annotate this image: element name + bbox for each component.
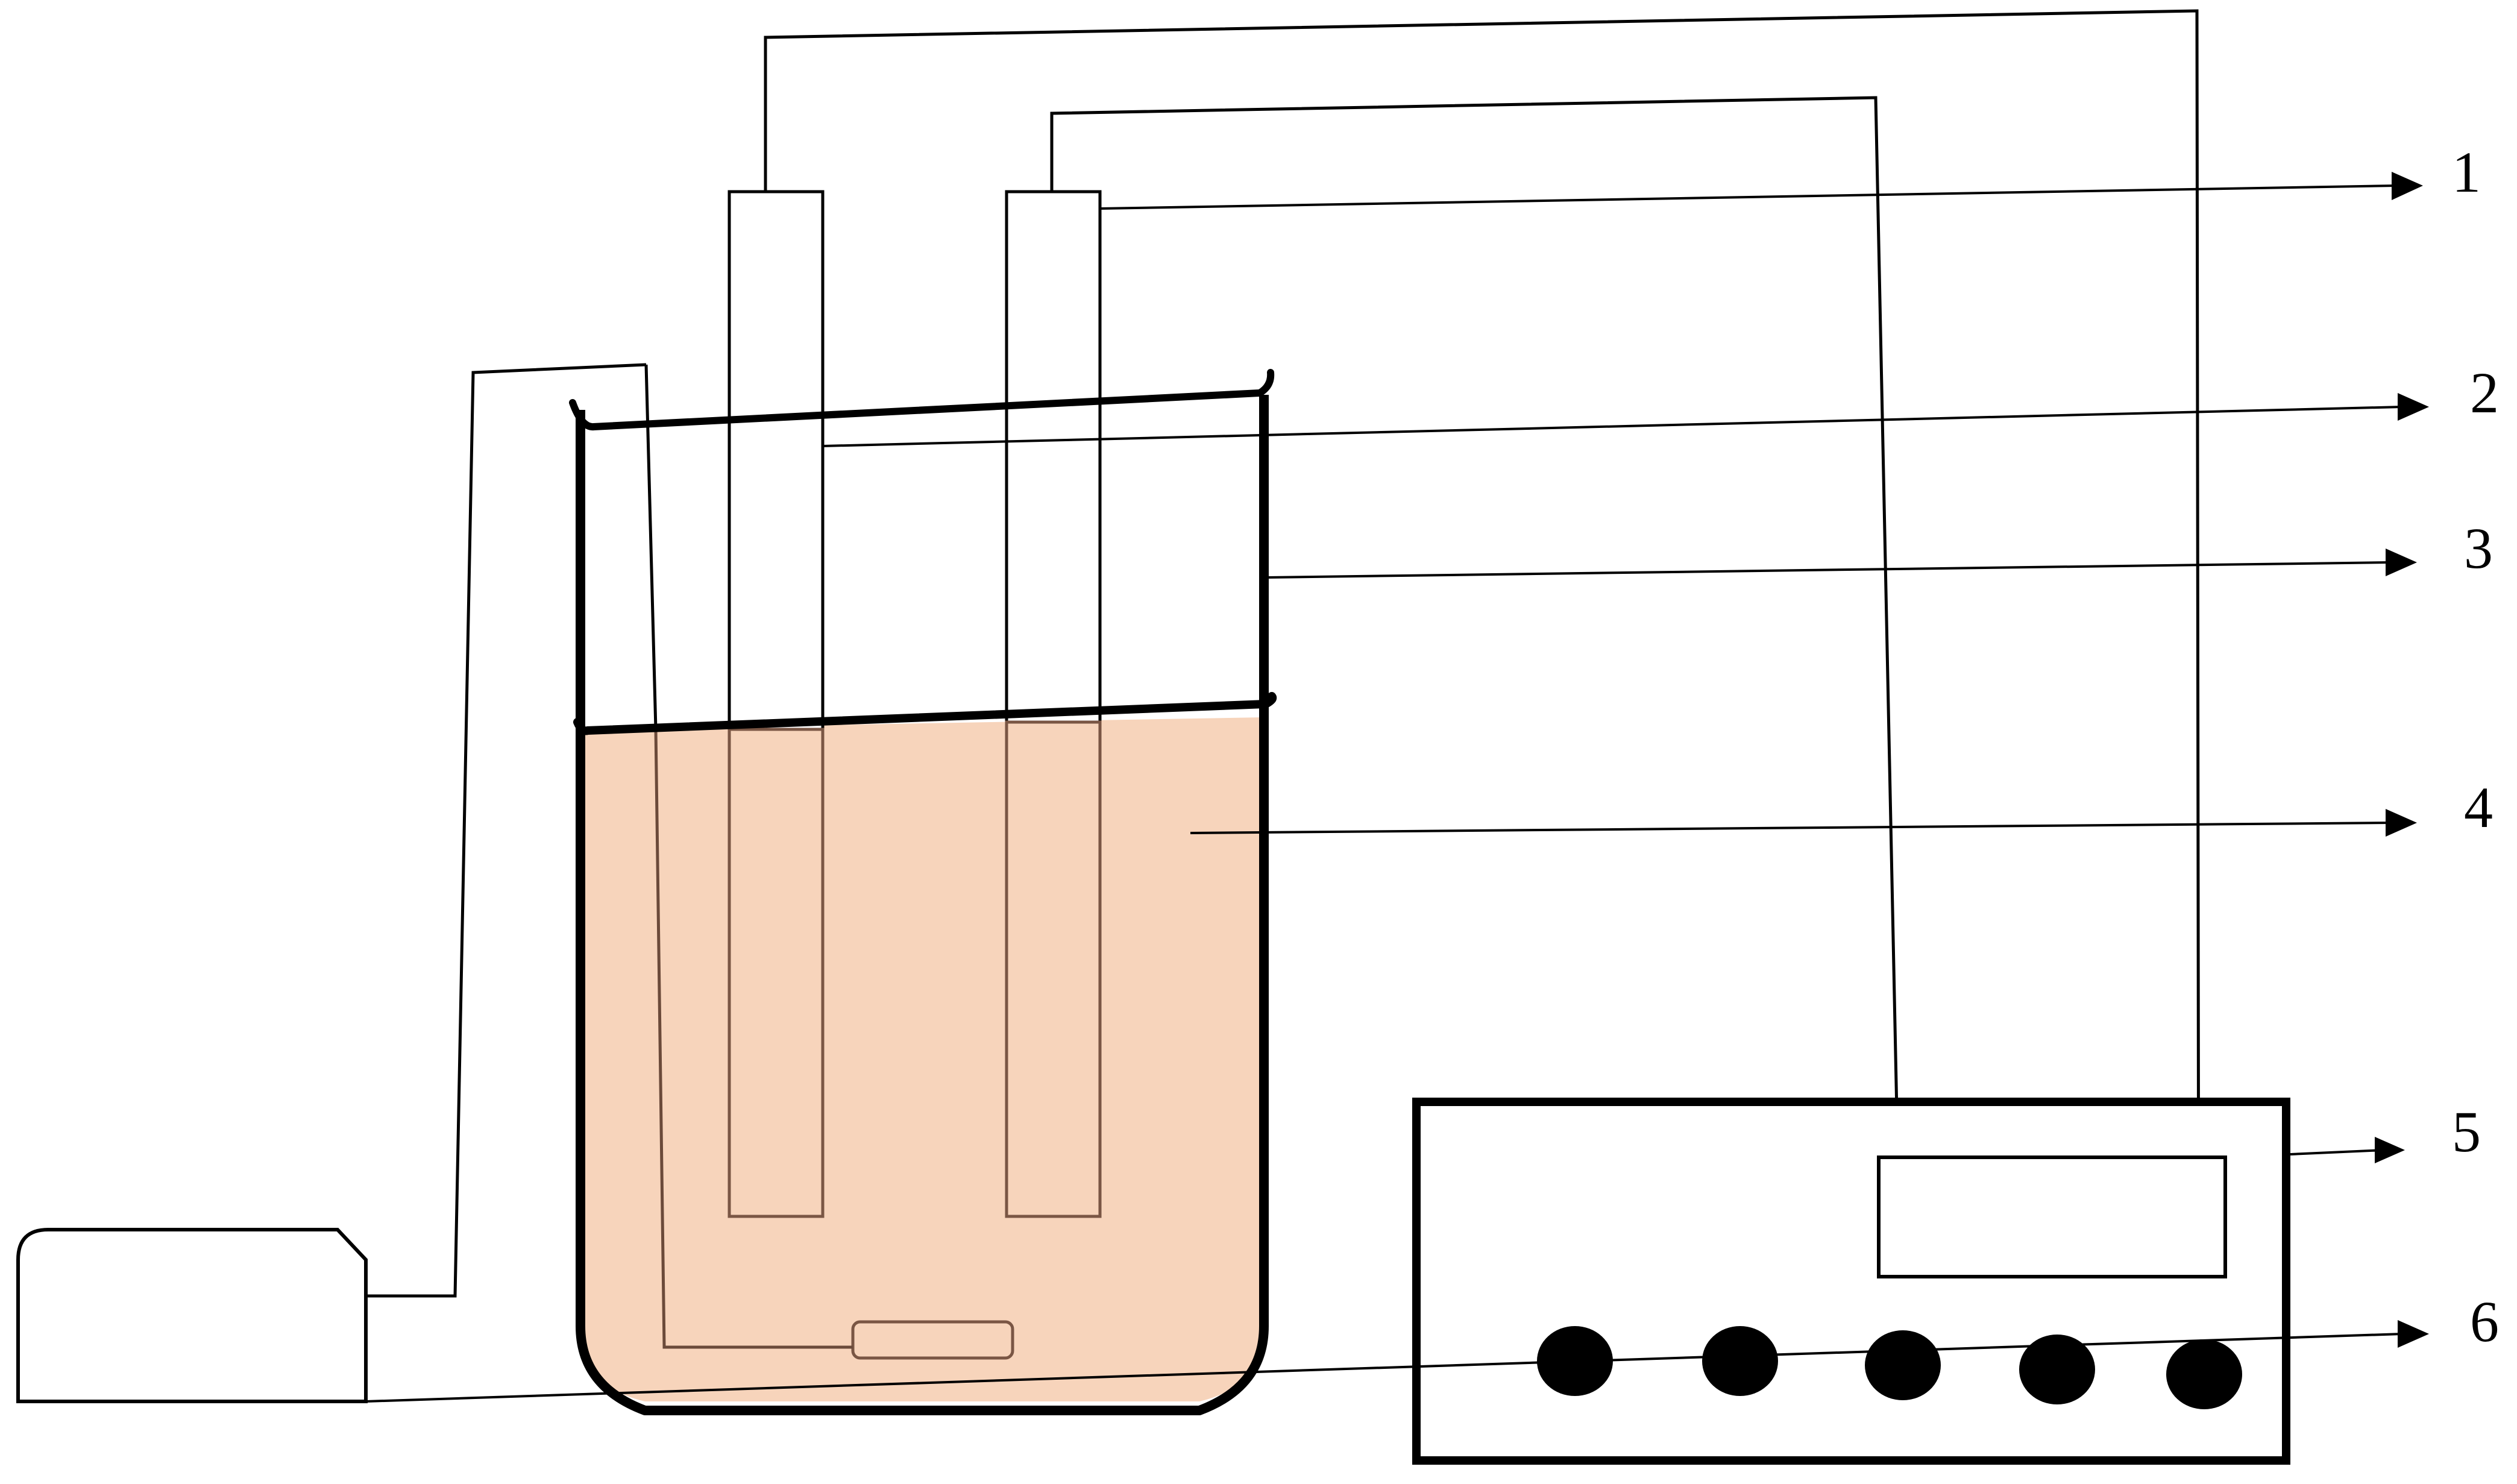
leader-lines (822, 184, 2402, 1155)
arrowheads (2375, 172, 2429, 1348)
electrode-right-wire (1050, 96, 1903, 1345)
terminal-2 (1702, 1326, 1778, 1396)
arrowhead-1 (2392, 172, 2423, 200)
electrode-right-upper (1005, 190, 1102, 724)
leader-1 (1099, 184, 2396, 210)
callout-label-5: 5 (2452, 1099, 2481, 1164)
heater-element (851, 1320, 1014, 1360)
arrowhead-3 (2386, 549, 2417, 576)
heater-wire-submerged (644, 364, 658, 730)
arrowhead-5 (2375, 1137, 2405, 1163)
callout-label-2: 2 (2470, 360, 2499, 425)
leader-3 (1267, 561, 2390, 579)
arrowhead-2 (2398, 393, 2429, 421)
terminal-4 (2019, 1335, 2095, 1404)
heater-wire-in-solution (654, 729, 853, 1349)
arrowhead-6 (2398, 1320, 2429, 1348)
electrode-right-submerged (1005, 720, 1102, 1218)
callout-label-3: 3 (2464, 516, 2493, 580)
liquid-surface (573, 692, 1277, 735)
solution-liquid (580, 717, 1264, 1401)
electrode-left-upper (727, 190, 825, 731)
beaker-wall (576, 395, 1269, 1415)
leader-6 (365, 1333, 2402, 1403)
terminal-5 (2166, 1339, 2242, 1409)
leader-4 (1190, 822, 2390, 834)
beaker-rim (569, 369, 1275, 430)
leader-5 (2290, 1149, 2384, 1155)
callout-label-1: 1 (2452, 140, 2481, 204)
electrode-left-wire (764, 9, 2201, 1345)
instrument-display (1877, 1155, 2227, 1278)
electrode-left-submerged (727, 728, 825, 1218)
leader-2 (822, 406, 2402, 447)
terminal-3 (1865, 1330, 1941, 1400)
arrowhead-4 (2386, 809, 2417, 837)
callout-label-6: 6 (2470, 1289, 2499, 1354)
callout-label-4: 4 (2464, 775, 2493, 840)
heater-controller-box (16, 1228, 368, 1403)
heater-wire (366, 363, 647, 1298)
